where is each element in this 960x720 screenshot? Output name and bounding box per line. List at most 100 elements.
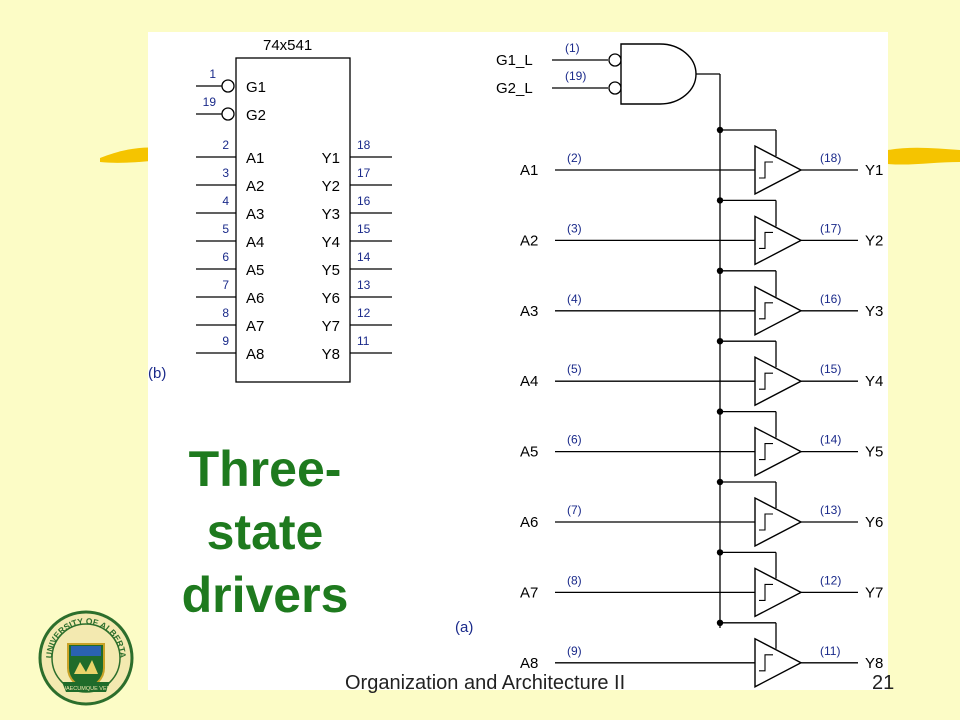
input-pin-name: A3	[246, 206, 264, 223]
panel-label-b: (b)	[148, 365, 166, 382]
input-pin-number: 5	[222, 222, 229, 236]
input-pin-name: A6	[246, 290, 264, 307]
enable-pin-number: 19	[203, 95, 217, 109]
enable-pin-name: G2	[246, 107, 266, 124]
output-pin-number: 18	[357, 138, 371, 152]
enable-signal-name: G2_L	[496, 80, 533, 97]
channel-input-pin: (5)	[567, 362, 582, 376]
output-pin-name: Y3	[322, 206, 340, 223]
channel-input-pin: (9)	[567, 644, 582, 658]
channel-input-pin: (6)	[567, 433, 582, 447]
and-gate-icon	[620, 43, 697, 105]
inversion-bubble-icon	[608, 53, 622, 67]
hysteresis-icon	[759, 654, 773, 672]
channel-input-name: A7	[520, 584, 538, 601]
left-brush-stroke	[100, 147, 160, 163]
enable-pin-number: (19)	[565, 69, 586, 83]
channel-input-name: A3	[520, 303, 538, 320]
three-state-buffer-icon	[754, 144, 803, 196]
panel-label-a: (a)	[455, 619, 473, 636]
channel-output-name: Y6	[865, 514, 883, 531]
channel-input-name: A4	[520, 373, 538, 390]
title-line-3: drivers	[181, 567, 349, 623]
enable-pin-name: G1	[246, 79, 266, 96]
university-crest-icon: UNIVERSITY OF ALBERTA QUAECUMQUE VERA	[38, 610, 134, 706]
channel-output-name: Y5	[865, 444, 883, 461]
channel-input-name: A6	[520, 514, 538, 531]
channel-input-name: A2	[520, 232, 538, 249]
output-pin-number: 13	[357, 278, 371, 292]
hysteresis-icon	[759, 513, 773, 531]
channel-output-name: Y2	[865, 232, 883, 249]
right-brush-stroke	[888, 147, 960, 165]
input-pin-name: A7	[246, 318, 264, 335]
chip-name: 74x541	[263, 37, 312, 54]
channel-output-name: Y4	[865, 373, 883, 390]
input-pin-number: 9	[222, 334, 229, 348]
output-pin-number: 11	[357, 334, 370, 348]
logo-motto: QUAECUMQUE VERA	[58, 686, 115, 692]
hysteresis-icon	[759, 161, 773, 179]
three-state-buffer-icon	[754, 215, 803, 266]
channel-input-name: A1	[520, 162, 538, 179]
hysteresis-icon	[759, 302, 773, 320]
slide-title: Three- state drivers	[150, 438, 380, 627]
inversion-bubble-icon	[221, 107, 235, 121]
three-state-buffer-icon	[754, 496, 803, 548]
channel-output-pin: (15)	[820, 362, 841, 376]
hysteresis-icon	[759, 372, 773, 390]
inversion-bubble-icon	[608, 81, 622, 95]
output-pin-name: Y4	[322, 234, 340, 251]
output-pin-number: 15	[357, 222, 371, 236]
hysteresis-icon	[759, 443, 773, 461]
output-pin-number: 17	[357, 166, 371, 180]
channel-output-pin: (17)	[820, 221, 841, 235]
three-state-buffer-icon	[754, 285, 803, 336]
channel-output-pin: (11)	[820, 644, 840, 658]
input-pin-name: A4	[246, 234, 264, 251]
channel-input-name: A8	[520, 655, 538, 672]
enable-signal-name: G1_L	[496, 52, 533, 69]
channel-output-pin: (18)	[820, 151, 841, 165]
channel-output-name: Y8	[865, 655, 883, 672]
output-pin-number: 12	[357, 306, 371, 320]
channel-output-name: Y3	[865, 303, 883, 320]
output-pin-number: 16	[357, 194, 371, 208]
inversion-bubble-icon	[221, 79, 235, 93]
three-state-buffer-icon	[754, 356, 803, 407]
footer-page-number: 21	[872, 672, 895, 694]
output-pin-name: Y1	[322, 150, 340, 167]
channel-output-pin: (12)	[820, 573, 841, 587]
hysteresis-icon	[759, 231, 773, 249]
three-state-buffer-icon	[754, 637, 803, 688]
hysteresis-icon	[759, 583, 773, 601]
footer-course-title: Organization and Architecture II	[345, 672, 626, 694]
channel-input-name: A5	[520, 444, 538, 461]
input-pin-name: A8	[246, 346, 264, 363]
three-state-buffer-icon	[754, 567, 803, 618]
channel-input-pin: (4)	[567, 292, 582, 306]
input-pin-name: A5	[246, 262, 264, 279]
output-pin-name: Y6	[322, 290, 340, 307]
channel-output-pin: (16)	[820, 292, 841, 306]
input-pin-number: 4	[222, 194, 229, 208]
input-pin-name: A2	[246, 178, 264, 195]
chip-body	[235, 57, 351, 383]
output-pin-name: Y2	[322, 178, 340, 195]
input-pin-number: 2	[222, 138, 229, 152]
three-state-buffer-icon	[754, 426, 803, 477]
channel-input-pin: (3)	[567, 221, 582, 235]
channel-input-pin: (8)	[567, 573, 582, 587]
input-pin-number: 7	[222, 278, 229, 292]
input-pin-number: 6	[222, 250, 229, 264]
channel-output-pin: (13)	[820, 503, 841, 517]
channel-output-pin: (14)	[820, 433, 841, 447]
title-line-1: Three-	[188, 441, 342, 497]
enable-pin-number: 1	[209, 67, 216, 81]
channel-output-name: Y1	[865, 162, 883, 179]
channel-input-pin: (7)	[567, 503, 582, 517]
input-pin-number: 8	[222, 306, 229, 320]
output-pin-name: Y5	[322, 262, 340, 279]
output-pin-number: 14	[357, 250, 371, 264]
